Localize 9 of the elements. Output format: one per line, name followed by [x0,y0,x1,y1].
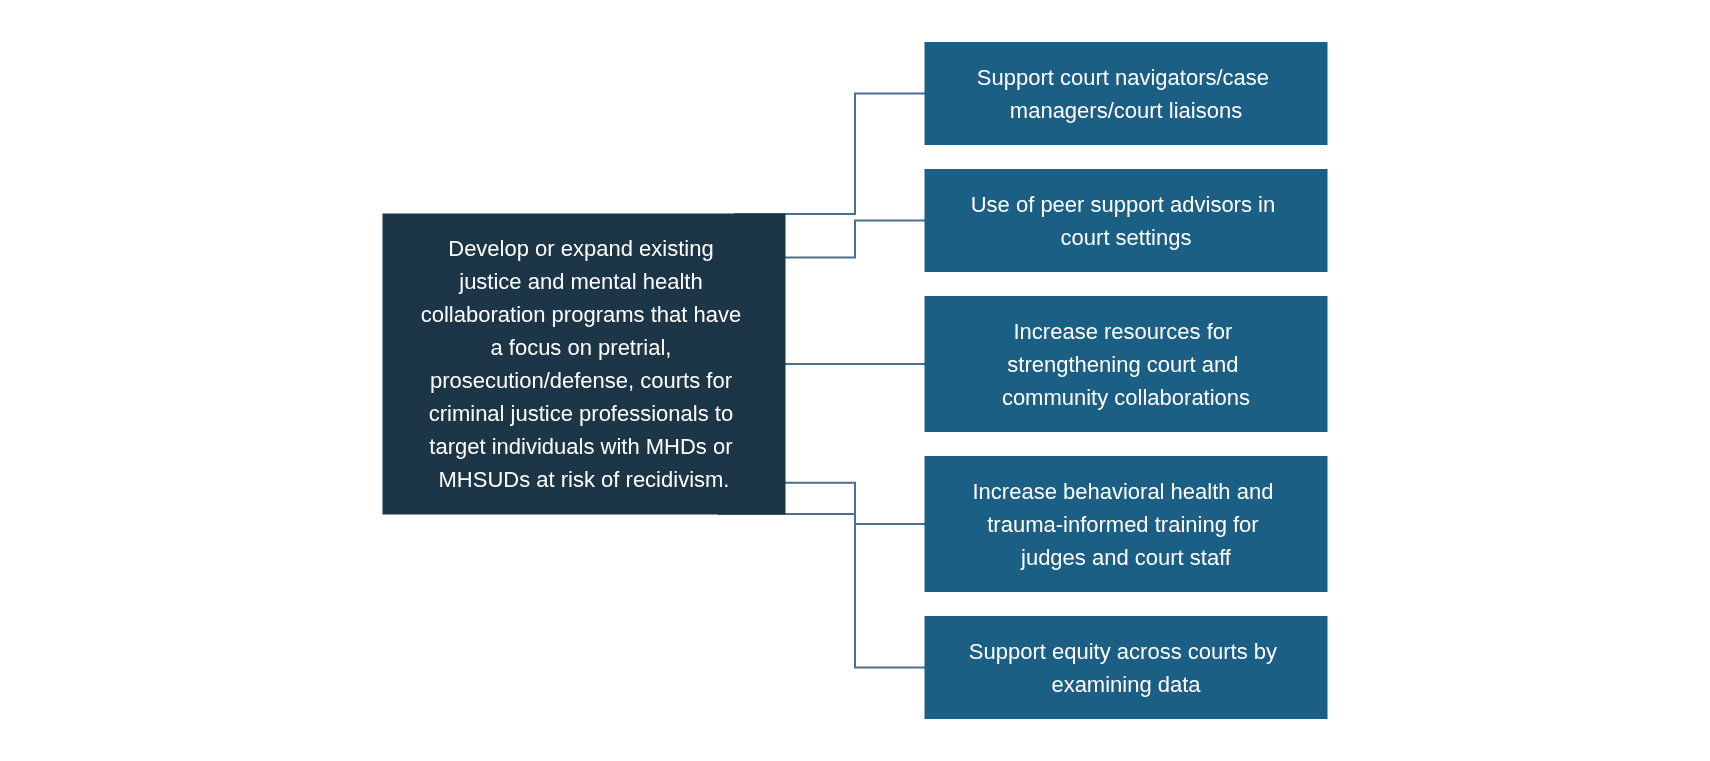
connector [784,363,926,365]
node-box: Increase resources for strengthening court and community collaborations [924,296,1328,432]
connector [784,219,926,259]
node-box: Support equity across courts by examining data [924,616,1328,719]
node-box: Develop or expand existing justice and mental health collaboration programs that have a focus on pretrial, prosecution/defense, courts for criminal justice professionals to target individuals with MHDs or MHSUDs at risk of recidivism. [382,213,786,515]
connector [784,481,926,525]
node-box: Support court navigators/case managers/court liaisons [924,42,1328,145]
node-box: Use of peer support advisors in court settings [924,169,1328,272]
node-box: Increase behavioral health and trauma-informed training for judges and court staff [924,456,1328,592]
